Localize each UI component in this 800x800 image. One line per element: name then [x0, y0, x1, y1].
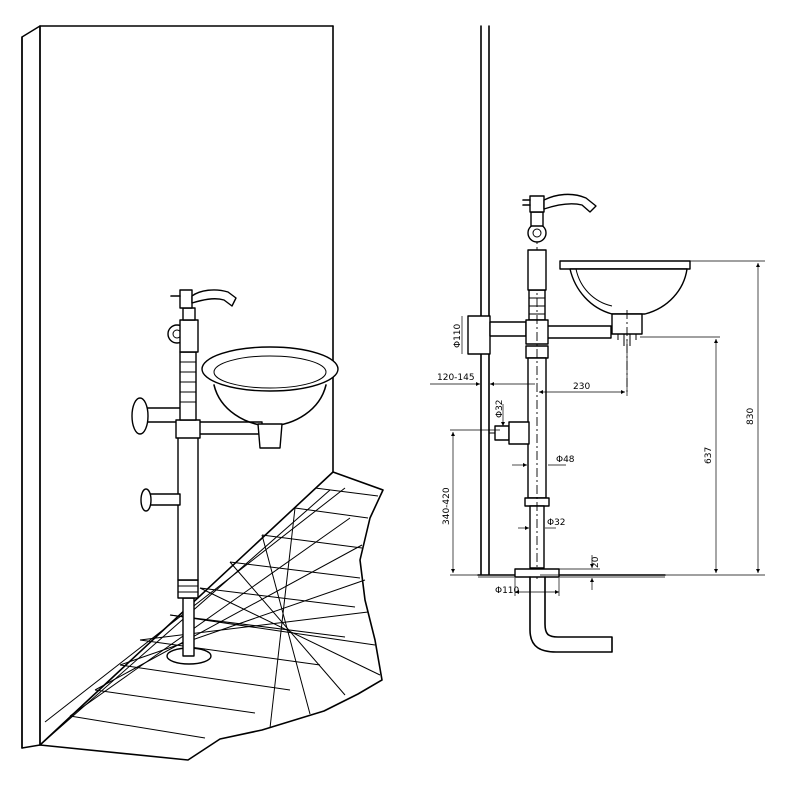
dim-sink-height: 637 — [704, 447, 714, 464]
dim-sink-reach: 230 — [573, 382, 590, 392]
perspective-view — [21, 25, 384, 761]
elevation-view: Φ110 120-145 230 830 637 Φ32 Φ48 340-420… — [430, 25, 765, 653]
dim-floor-flange-dia: Φ110 — [495, 586, 520, 596]
dimension-labels: Φ110 120-145 230 830 637 Φ32 Φ48 340-420… — [437, 323, 756, 596]
dim-lower-pipe-dia: Φ32 — [547, 518, 566, 528]
wall-flange — [467, 315, 491, 355]
dim-inlet-height: 340-420 — [442, 487, 452, 525]
dim-pipe-dia: Φ48 — [556, 455, 575, 465]
dimension-lines — [430, 260, 765, 596]
dim-overall-height: 830 — [746, 408, 756, 425]
dim-wall-flange-dia: Φ110 — [453, 323, 463, 348]
eyewash-station-perspective — [131, 289, 339, 665]
dim-wall-offset: 120-145 — [437, 373, 475, 383]
tiled-floor — [39, 471, 384, 761]
dim-base-height: 20 — [591, 556, 601, 568]
eyewash-bowl — [559, 260, 691, 395]
dim-valve-dia: Φ32 — [495, 399, 505, 418]
floor-drain — [514, 568, 613, 653]
